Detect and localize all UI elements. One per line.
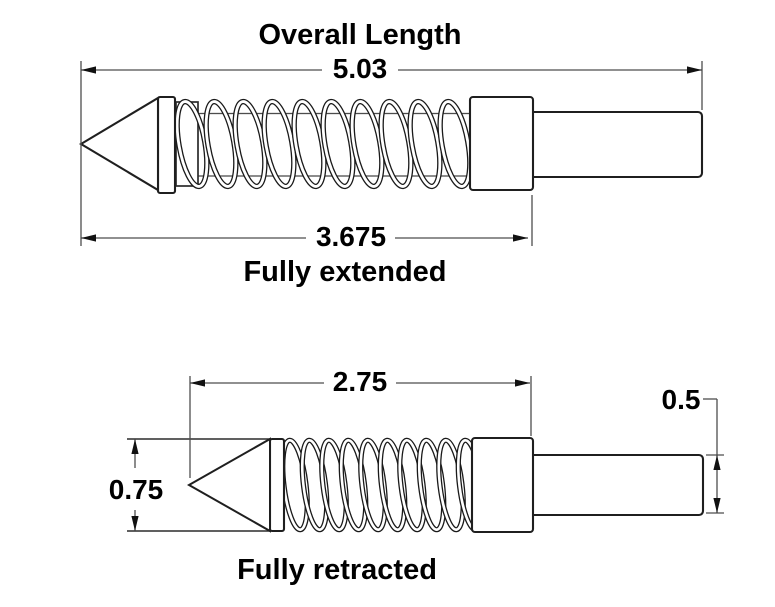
spring-coil (435, 439, 468, 531)
dim-label-retracted-length: 2.75 (333, 366, 388, 397)
dim-label-overall-length: 5.03 (333, 53, 388, 84)
cone-tip (186, 437, 271, 533)
diagram-title: Overall Length (258, 19, 461, 51)
view-fully-extended (78, 95, 704, 195)
spring-coil (337, 439, 370, 531)
spring-coil (376, 439, 409, 531)
spring-extended (172, 99, 476, 188)
dim-retracted-length: 2.75 (189, 366, 532, 478)
caption-fully-extended: Fully extended (243, 256, 446, 288)
spring-coil (396, 439, 429, 531)
dim-label-shaft-diameter: 0.5 (662, 384, 701, 415)
dim-label-tip-diameter: 0.75 (109, 474, 164, 505)
dim-extended-length: 3.675 (81, 195, 533, 252)
collar (468, 95, 535, 192)
spring-coil (415, 439, 448, 531)
tip-flange (156, 95, 177, 195)
shaft (523, 453, 705, 517)
dim-label-extended-length: 3.675 (316, 221, 386, 252)
tip-flange (268, 437, 286, 533)
spring-coil (298, 439, 331, 531)
collar (470, 436, 535, 534)
dim-overall-length: 5.03 (80, 53, 703, 246)
view-fully-retracted (127, 436, 705, 534)
spring-coil (357, 439, 390, 531)
caption-fully-retracted: Fully retracted (237, 554, 437, 586)
spring-retracted (279, 439, 487, 531)
cone-tip (78, 96, 160, 192)
dim-shaft-diameter: 0.5 (662, 384, 724, 514)
shaft (523, 110, 704, 179)
dim-tip-diameter: 0.75 (109, 439, 164, 531)
spring-coil (318, 439, 351, 531)
